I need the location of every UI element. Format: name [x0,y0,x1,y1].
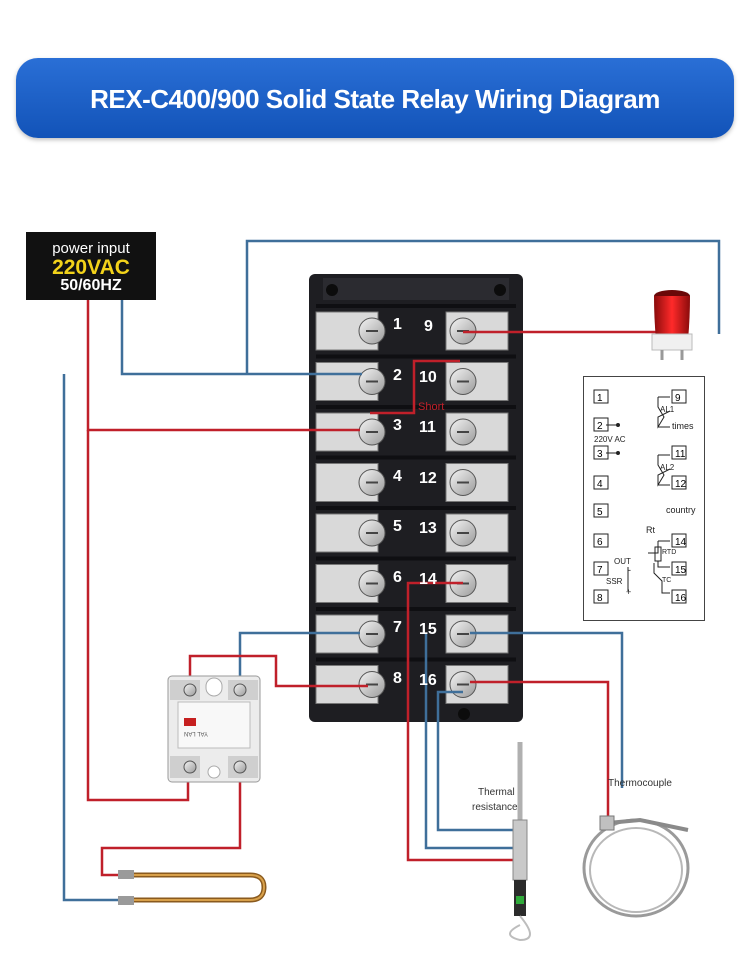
terminal-row-divider [316,556,516,561]
page-title: REX-C400/900 Solid State Relay Wiring Di… [90,84,660,114]
terminal-row-divider [316,304,516,308]
terminal-number-10: 10 [419,368,437,386]
legend-terminal-8-box [593,589,609,604]
legend-terminal-16-box [671,589,687,604]
terminal-number-14: 14 [419,570,437,588]
terminal-row-divider [316,506,516,510]
legend-minus: - [628,565,631,575]
terminal-row-divider [316,405,516,409]
power-label: power input [52,240,130,257]
legend-al2: AL2 [660,463,675,472]
power-voltage: 220VAC [52,256,130,279]
terminal-number-7: 7 [393,619,402,636]
legend-terminal-6: 6 [597,537,603,548]
legend-out: OUT [614,557,631,566]
legend-terminal-15: 15 [675,565,687,576]
legend-terminal-7-box [593,561,609,576]
title-banner [16,58,734,138]
terminal-number-8: 8 [393,669,402,687]
terminal-row-divider [316,455,516,460]
legend-times: times [672,421,694,431]
legend-terminal-3: 3 [597,449,603,460]
legend-terminal-9-box [671,389,687,404]
legend-rt: Rt [646,525,655,535]
legend-terminal-5-box [593,503,609,518]
legend-terminal-16: 16 [675,593,687,604]
alarm-lamp [651,290,693,360]
terminal-number-3: 3 [393,417,402,434]
terminal-number-2: 2 [393,366,402,384]
legend-terminal-14-box [671,533,687,548]
terminal-block [309,274,523,722]
legend-terminal-14: 14 [675,537,687,548]
thermocouple-label: Thermocouple [608,778,672,789]
legend-terminal-1: 1 [597,393,603,404]
terminal-row-divider [316,657,516,662]
thermal-label-line2: resistance [472,802,518,813]
thermocouple-probe [582,815,690,918]
terminal-number-9: 9 [424,318,433,335]
legend-terminal-8: 8 [597,593,603,604]
power-frequency: 50/60HZ [60,277,122,294]
terminal-row-divider [316,607,516,611]
ssr-brand: YAL LAN [184,730,208,736]
terminal-number-15: 15 [419,621,437,638]
legend-tc: TC [662,577,672,584]
legend-terminal-1-box [593,389,609,404]
legend-ssr: SSR [606,577,623,586]
legend-terminal-12-box [671,475,687,490]
terminal-number-16: 16 [419,671,437,689]
legend-al1: AL1 [660,405,675,414]
legend-terminal-11-box [671,445,687,460]
thermal-label-line1: Thermal [478,787,515,798]
terminal-number-12: 12 [419,469,437,487]
terminal-number-1: 1 [393,316,402,333]
legend-terminal-12: 12 [675,479,687,490]
legend-plus: + [626,587,632,597]
legend-terminal-11: 11 [675,449,686,460]
legend-terminal-9: 9 [675,393,681,404]
terminal-number-4: 4 [393,467,402,485]
legend-terminal-5: 5 [597,507,603,518]
terminal-row-divider [316,354,516,359]
heating-element [118,870,267,905]
terminal-number-13: 13 [419,520,437,537]
legend-terminal-4: 4 [597,479,603,490]
terminal-number-11: 11 [419,419,436,436]
solid-state-relay [167,675,261,783]
legend-terminal-2: 2 [597,421,603,432]
legend-country: country [666,505,696,515]
legend-terminal-4-box [593,475,609,490]
terminal-number-6: 6 [393,568,402,586]
thermal-resistance-probe [509,742,531,942]
legend-terminal-15-box [671,561,687,576]
legend-terminal-6-box [593,533,609,548]
legend-220v: 220V AC [594,435,626,444]
short-label: Short [418,401,444,413]
legend-terminal-7: 7 [597,565,603,576]
blue-wires [62,239,721,902]
terminal-number-5: 5 [393,518,402,535]
power-input-box: power input 220VAC 50/60HZ [26,232,156,300]
red-wires [86,300,672,877]
legend-rtd: RTD [662,549,677,556]
